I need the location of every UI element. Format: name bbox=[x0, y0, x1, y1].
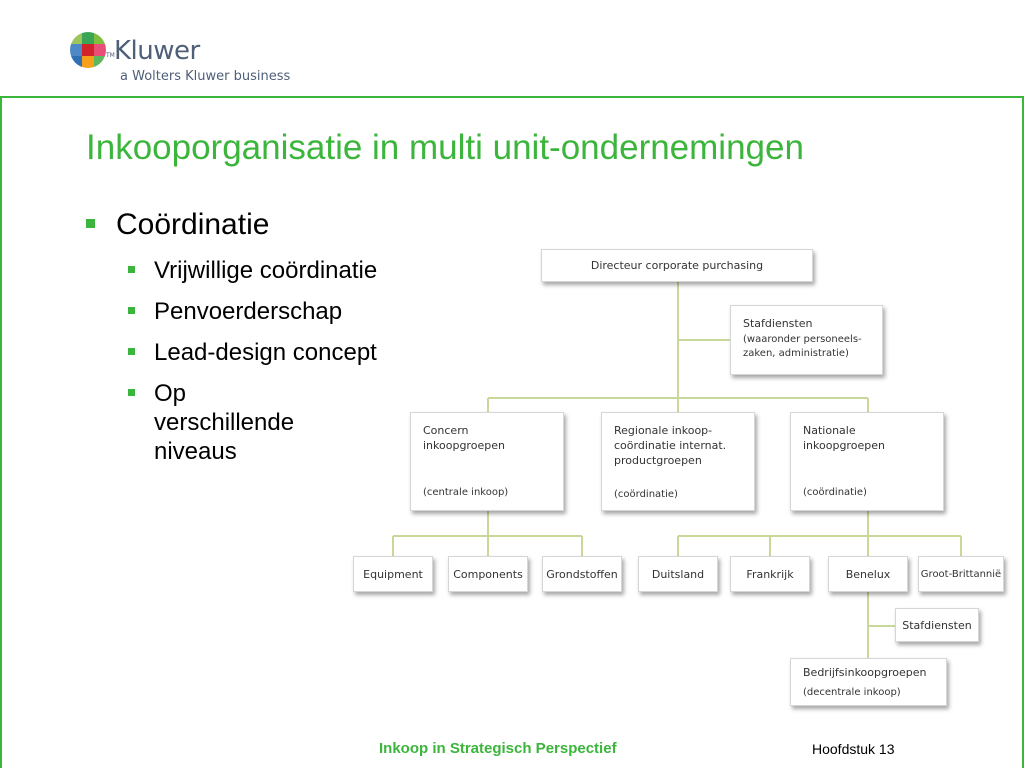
org-node-note: (centrale inkoop) bbox=[423, 487, 509, 498]
logo-trademark: TM bbox=[106, 52, 115, 59]
org-node-label: Frankrijk bbox=[746, 567, 794, 581]
footer-book-title: Inkoop in Strategisch Perspectief bbox=[379, 740, 617, 757]
org-node-label: Groot-Brittannië bbox=[920, 568, 1002, 580]
org-node-label: Grondstoffen bbox=[546, 567, 618, 581]
footer-chapter: Hoofdstuk 13 bbox=[812, 741, 895, 757]
slide-title: Inkooporganisatie in multi unit-ondernem… bbox=[86, 128, 804, 167]
org-node-label: Concern inkoopgroepen bbox=[423, 424, 505, 452]
square-bullet-icon bbox=[128, 389, 135, 396]
org-leaf-grondstoffen: Grondstoffen bbox=[542, 556, 622, 592]
org-node-label: Benelux bbox=[845, 567, 891, 581]
org-leaf-frankrijk: Frankrijk bbox=[730, 556, 810, 592]
bullet-text: Vrijwillige coördinatie bbox=[154, 257, 378, 284]
square-bullet-icon bbox=[86, 219, 95, 228]
org-leaf-components: Components bbox=[448, 556, 528, 592]
org-node-label: Regionale inkoop- coördinatie internat. … bbox=[614, 424, 727, 467]
org-node-note: (coördinatie) bbox=[614, 489, 678, 500]
org-node-staff-top: Stafdiensten (waaronder personeels- zake… bbox=[730, 305, 883, 375]
kluwer-mosaic-icon bbox=[70, 32, 106, 68]
square-bullet-icon bbox=[128, 266, 135, 273]
org-node-label: Stafdiensten bbox=[743, 317, 813, 330]
org-leaf-duitsland: Duitsland bbox=[638, 556, 718, 592]
org-node-label: Components bbox=[453, 567, 523, 581]
org-node-note: (coördinatie) bbox=[803, 487, 867, 498]
org-leaf-equipment: Equipment bbox=[353, 556, 433, 592]
org-node-regional: Regionale inkoop- coördinatie internat. … bbox=[601, 412, 755, 511]
logo-subtitle: a Wolters Kluwer business bbox=[120, 69, 291, 84]
bullet-text: Lead-design concept bbox=[154, 339, 377, 366]
org-node-label: Bedrijfsinkoopgroepen bbox=[803, 666, 927, 679]
org-node-root: Directeur corporate purchasing bbox=[541, 249, 813, 282]
org-node-staff-bottom: Stafdiensten bbox=[895, 608, 979, 642]
square-bullet-icon bbox=[128, 348, 135, 355]
org-node-national: Nationale inkoopgroepen (coördinatie) bbox=[790, 412, 944, 511]
square-bullet-icon bbox=[128, 307, 135, 314]
org-node-label: Duitsland bbox=[651, 567, 705, 581]
org-leaf-groot-brittannie: Groot-Brittannië bbox=[918, 556, 1004, 592]
bullet-text: Penvoerderschap bbox=[154, 298, 343, 325]
org-node-label: Directeur corporate purchasing bbox=[590, 259, 764, 272]
org-node-label: Nationale inkoopgroepen bbox=[803, 424, 885, 452]
kluwer-logo: TM Kluwer a Wolters Kluwer business bbox=[70, 30, 310, 90]
org-node-label: Stafdiensten bbox=[902, 618, 972, 632]
org-node-label: Equipment bbox=[363, 567, 423, 581]
bullet-text: Op verschillende niveaus bbox=[154, 380, 295, 465]
org-node-note: (decentrale inkoop) bbox=[803, 687, 901, 698]
org-leaf-benelux: Benelux bbox=[828, 556, 908, 592]
org-node-concern: Concern inkoopgroepen (centrale inkoop) bbox=[410, 412, 564, 511]
logo-name: Kluwer bbox=[114, 36, 200, 66]
org-node-bottom: Bedrijfsinkoopgroepen (decentrale inkoop… bbox=[790, 658, 947, 706]
slide-frame bbox=[0, 96, 1024, 768]
org-node-note: (waaronder personeels- zaken, administra… bbox=[743, 334, 862, 359]
bullet-text: Coördinatie bbox=[116, 208, 270, 241]
